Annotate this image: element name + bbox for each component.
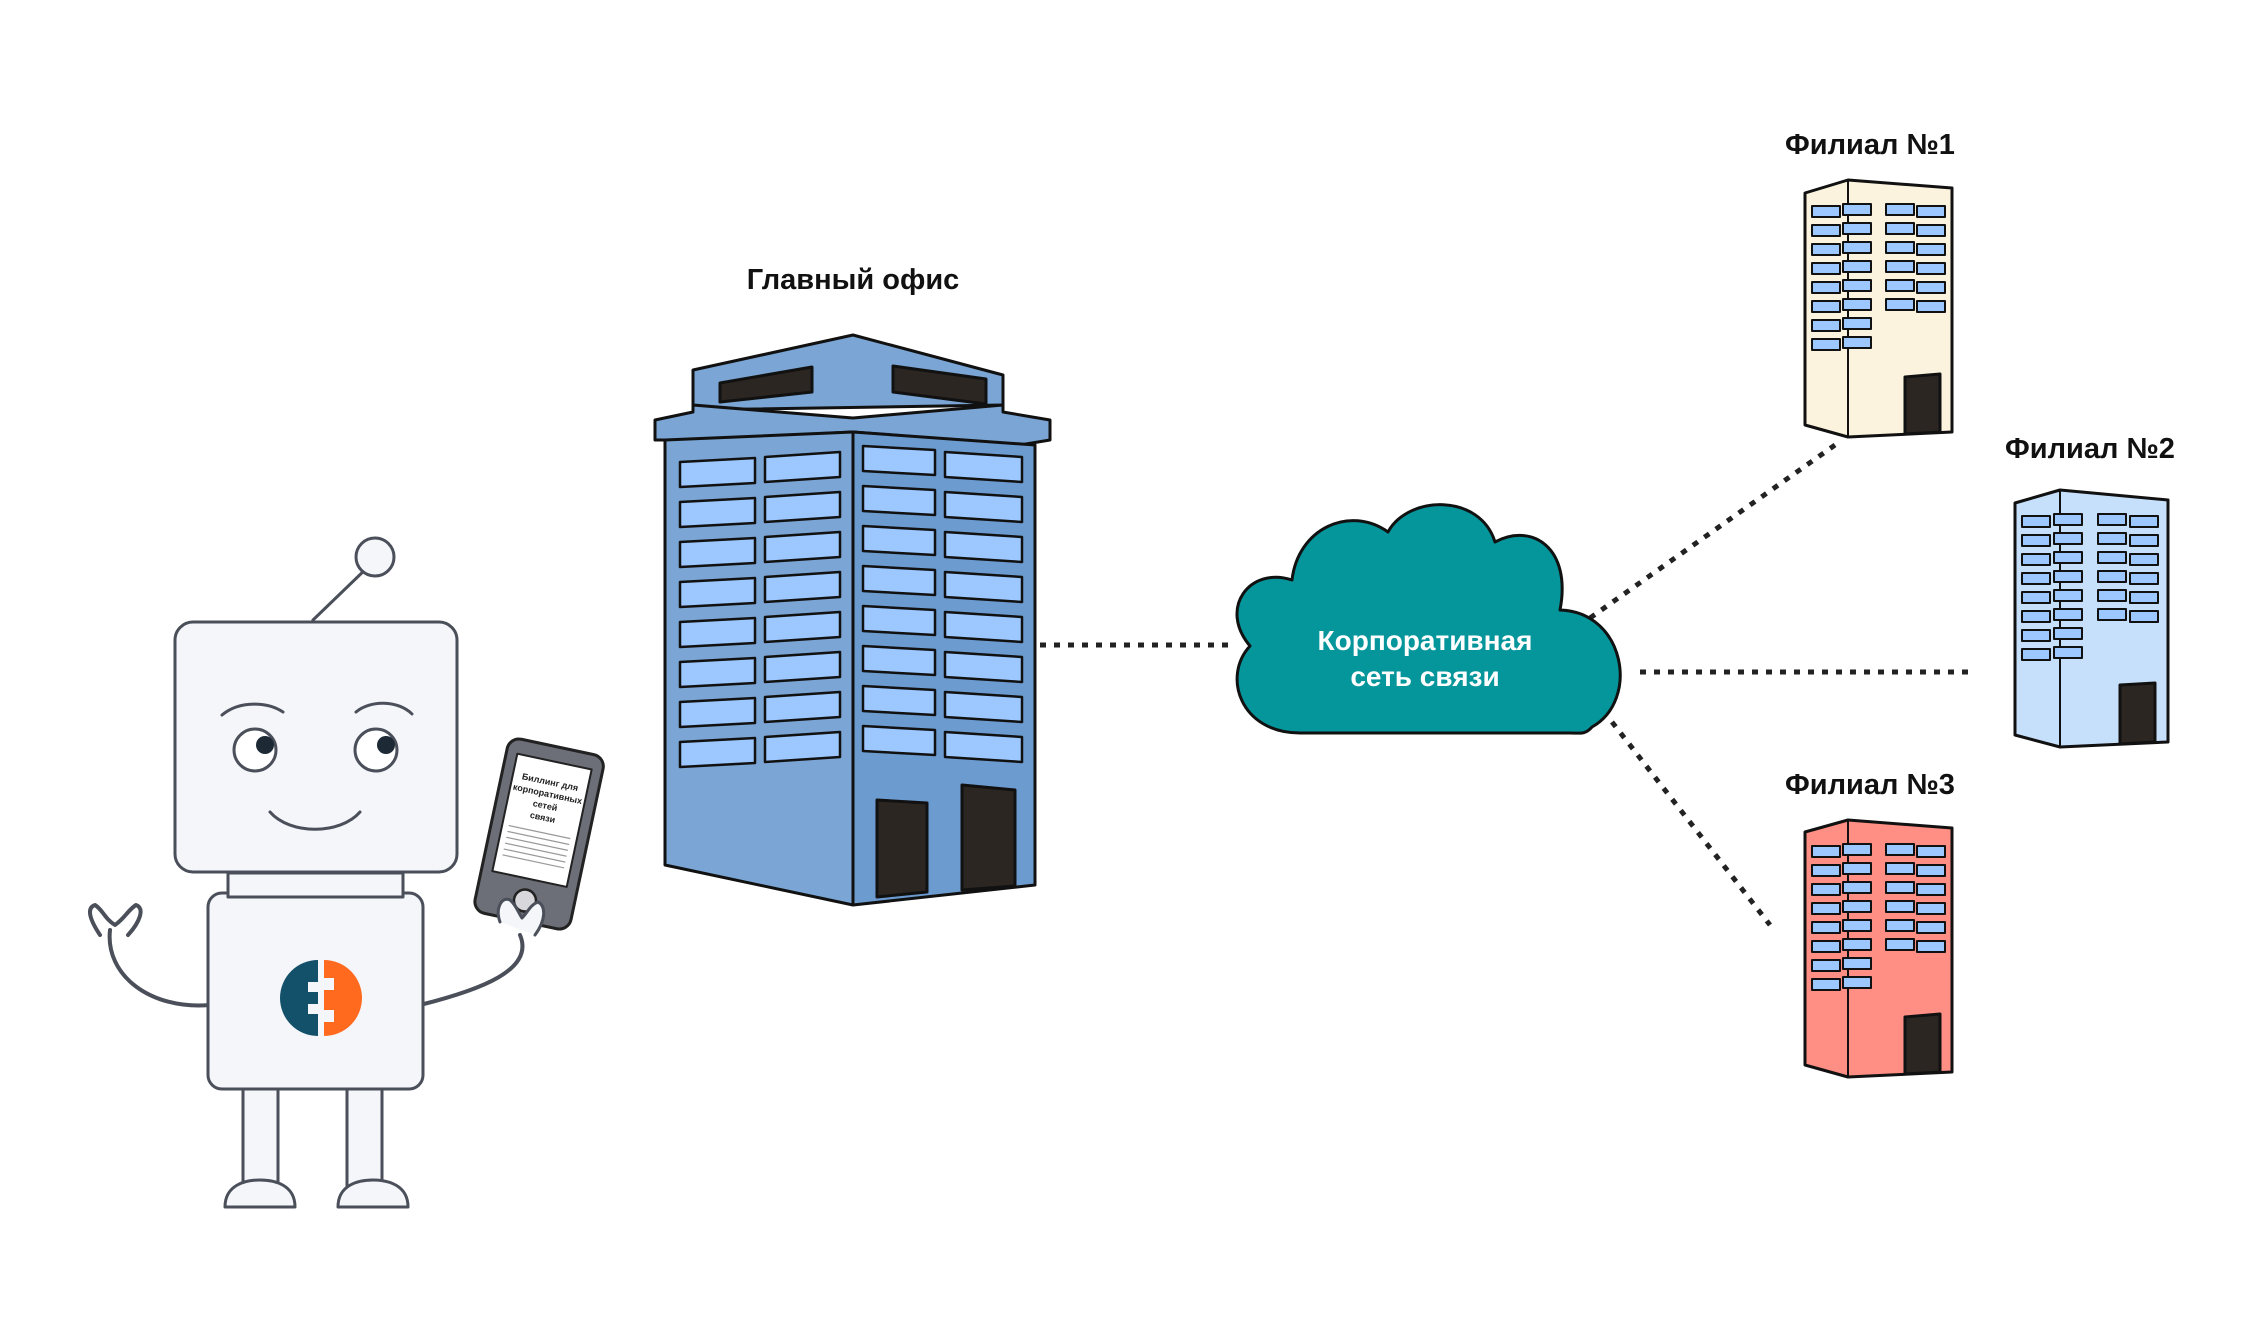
main-office-label: Главный офис — [747, 264, 960, 296]
cloud-label-line-1: Корпоративная — [1318, 625, 1533, 656]
robot-head — [173, 620, 459, 874]
branch-2-label: Филиал №2 — [2005, 433, 2175, 465]
robot-eyebrow-right — [354, 701, 414, 716]
robot-mouth — [268, 810, 362, 831]
robot-foot-left — [223, 1178, 297, 1209]
connector-branch-1 — [1588, 442, 1837, 621]
robot-pupil-right — [377, 736, 395, 754]
robot-leg-left — [241, 1084, 280, 1190]
branch-2-building — [2013, 488, 2170, 749]
corporate-network-cloud: Корпоративная сеть связи — [1235, 503, 1622, 735]
phone-screen — [491, 752, 593, 888]
branch-1-building — [1803, 178, 1954, 439]
robot-antenna-ball — [354, 536, 396, 578]
robot-arm-right — [418, 933, 525, 1007]
robot-foot-right — [336, 1178, 410, 1209]
robot-neck — [226, 871, 405, 899]
robot-arm-left — [88, 903, 212, 1008]
cloud-label-line-2: сеть связи — [1350, 661, 1499, 692]
robot-eyebrow-left — [220, 702, 285, 717]
robot-antenna — [311, 563, 372, 622]
branch-3-label: Филиал №3 — [1785, 769, 1955, 801]
branch-3-building — [1803, 818, 1954, 1079]
robot-hand-right — [496, 897, 546, 937]
robot-pupil-left — [256, 736, 274, 754]
robot-mascot: Биллинг для корпоративных сетей связи — [88, 536, 605, 1209]
branch-1-label: Филиал №1 — [1785, 129, 1955, 161]
connector-branch-3 — [1610, 720, 1772, 927]
main-office-building — [653, 333, 1052, 907]
robot-leg-right — [345, 1084, 384, 1190]
robot-body — [206, 891, 425, 1091]
company-logo — [280, 960, 362, 1036]
connectors — [1040, 442, 1975, 927]
